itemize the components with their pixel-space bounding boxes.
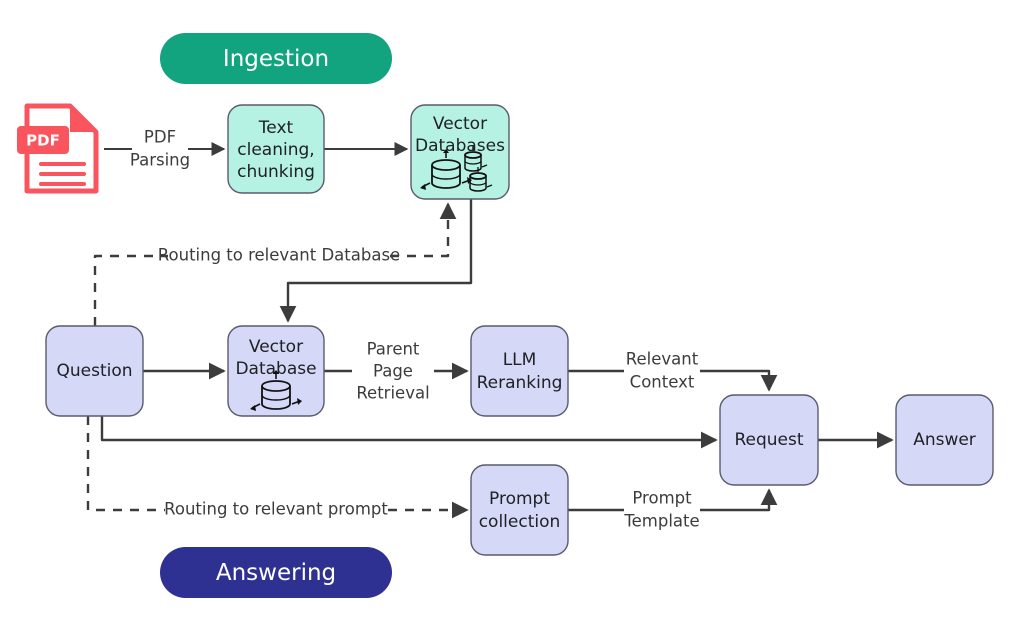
- phase-pill-ingestion: Ingestion: [160, 33, 392, 84]
- database-icon: [250, 370, 302, 411]
- node-text-cleaning-chunking-line2: cleaning,: [237, 140, 314, 160]
- edge-label-pdf-parsing-line2: Parsing: [130, 151, 190, 170]
- node-prompt-collection[interactable]: Prompt collection: [470, 464, 569, 556]
- node-vector-database[interactable]: Vector Database: [227, 325, 325, 417]
- node-llm-reranking-line2: Reranking: [477, 373, 563, 393]
- phase-pill-ingestion-label: Ingestion: [223, 46, 329, 72]
- edge-label-prompt-template-line2: Template: [623, 512, 699, 531]
- phase-pill-answering-label: Answering: [216, 560, 336, 586]
- node-question-label: Question: [56, 361, 132, 381]
- database-cluster-icon: [420, 146, 493, 192]
- edge-routing-to-relevant-prompt: Routing to relevant prompt: [86, 416, 469, 519]
- node-vector-database-line1: Vector: [249, 337, 303, 357]
- node-question[interactable]: Question: [45, 325, 144, 417]
- edge-label-routing-to-relevant-database: Routing to relevant Database: [158, 246, 400, 265]
- edge-label-relevant-context-line1: Relevant: [626, 350, 699, 369]
- pdf-badge-label: PDF: [26, 132, 60, 150]
- edge-vector-databases-to-vector-database: [279, 199, 473, 323]
- node-prompt-collection-line2: collection: [479, 512, 561, 532]
- node-prompt-collection-line1: Prompt: [489, 489, 550, 509]
- node-vector-database-line2: Database: [235, 359, 316, 379]
- edge-routing-to-relevant-database: Routing to relevant Database: [93, 202, 457, 326]
- edge-label-parent-page-retrieval-line3: Retrieval: [356, 384, 429, 403]
- edge-pdf-to-text-cleaning: PDF Parsing: [104, 128, 226, 170]
- node-request[interactable]: Request: [719, 394, 819, 486]
- edge-prompt-template: Prompt Template: [568, 488, 778, 531]
- edge-label-routing-to-relevant-prompt: Routing to relevant prompt: [164, 500, 388, 519]
- edge-label-relevant-context-line2: Context: [630, 373, 695, 392]
- edge-label-parent-page-retrieval-line1: Parent: [367, 340, 420, 359]
- node-answer[interactable]: Answer: [895, 394, 994, 486]
- edge-parent-page-retrieval: Parent Page Retrieval: [324, 340, 469, 403]
- node-text-cleaning-chunking-line1: Text: [258, 118, 294, 138]
- edge-label-prompt-template-line1: Prompt: [632, 489, 692, 508]
- node-vector-databases-line1: Vector: [433, 114, 487, 134]
- edge-question-to-request: [100, 416, 718, 449]
- node-answer-label: Answer: [913, 430, 976, 450]
- edge-relevant-context: Relevant Context: [568, 350, 778, 392]
- node-text-cleaning-chunking[interactable]: Text cleaning, chunking: [227, 104, 325, 194]
- phase-pill-answering: Answering: [160, 547, 392, 598]
- node-llm-reranking[interactable]: LLM Reranking: [470, 325, 569, 417]
- pdf-file-icon: PDF: [17, 103, 99, 194]
- node-request-label: Request: [734, 430, 803, 450]
- edge-label-pdf-parsing-line1: PDF: [144, 128, 176, 147]
- node-vector-databases[interactable]: Vector Databases: [410, 104, 510, 200]
- node-text-cleaning-chunking-line3: chunking: [237, 162, 315, 182]
- node-llm-reranking-line1: LLM: [503, 350, 537, 370]
- edge-label-parent-page-retrieval-line2: Page: [373, 362, 413, 381]
- node-vector-databases-line2: Databases: [415, 136, 505, 156]
